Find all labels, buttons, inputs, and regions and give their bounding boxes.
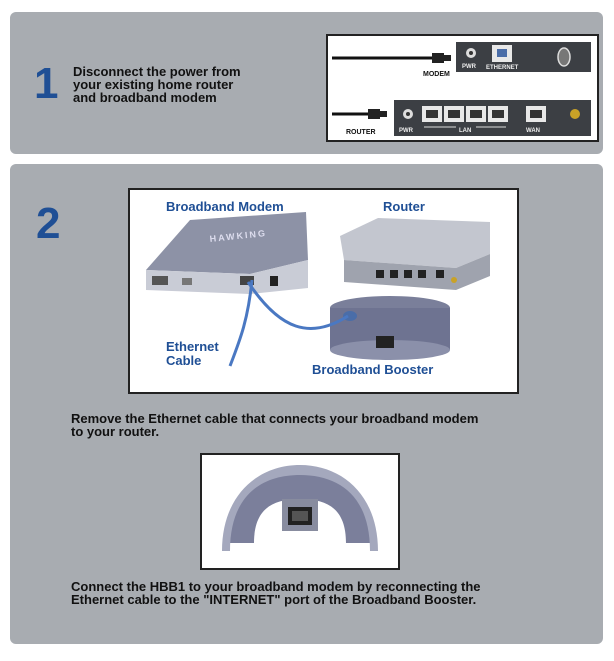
modem-pwr-label: PWR [462, 64, 477, 70]
router-pwr-label: PWR [399, 128, 414, 134]
internet-port-label: INTERNET [283, 535, 319, 542]
step-1-panel: 1 Disconnect the power from your existin… [10, 12, 603, 154]
router-lan-ports [422, 106, 508, 122]
step-1-number: 1 [34, 59, 59, 108]
modem-label: MODEM [423, 71, 450, 78]
step-2-remove-text: Remove the Ethernet cable that connects … [71, 411, 479, 439]
router-image [340, 218, 490, 290]
step-2-panel: 2 HAWKING [10, 164, 603, 644]
devices-photo: HAWKING Broadb [128, 188, 519, 394]
step-1-text: Disconnect the power from your existing … [73, 64, 241, 105]
modem-power-plug [432, 53, 444, 63]
router-label: ROUTER [346, 129, 376, 136]
broadband-modem-image [146, 212, 308, 294]
modem-ethernet-label: ETHERNET [486, 65, 519, 71]
devices-illustration: HAWKING Broadb [146, 199, 490, 377]
modem-router-back-panels: MODEM PWR ETHERNET ROUTER PWR [332, 42, 591, 136]
connection-diagram: MODEM PWR ETHERNET ROUTER PWR [326, 34, 599, 142]
booster-port-photo: INTERNET [200, 453, 400, 570]
step-2-number: 2 [36, 199, 61, 248]
ethernet-cable-label: Ethernet Cable [166, 339, 219, 368]
broadband-booster-image [330, 296, 450, 360]
router-photo-label: Router [383, 199, 425, 214]
router-wan-label: WAN [526, 128, 540, 134]
ethernet-cable [228, 279, 254, 367]
broadband-booster-label: Broadband Booster [312, 362, 433, 377]
router-power-plug [368, 109, 380, 119]
booster-internet-port-image: INTERNET [222, 465, 378, 551]
broadband-modem-label: Broadband Modem [166, 199, 284, 214]
router-lan-label: LAN [459, 128, 471, 134]
step-2-connect-text: Connect the HBB1 to your broadband modem… [71, 579, 481, 607]
